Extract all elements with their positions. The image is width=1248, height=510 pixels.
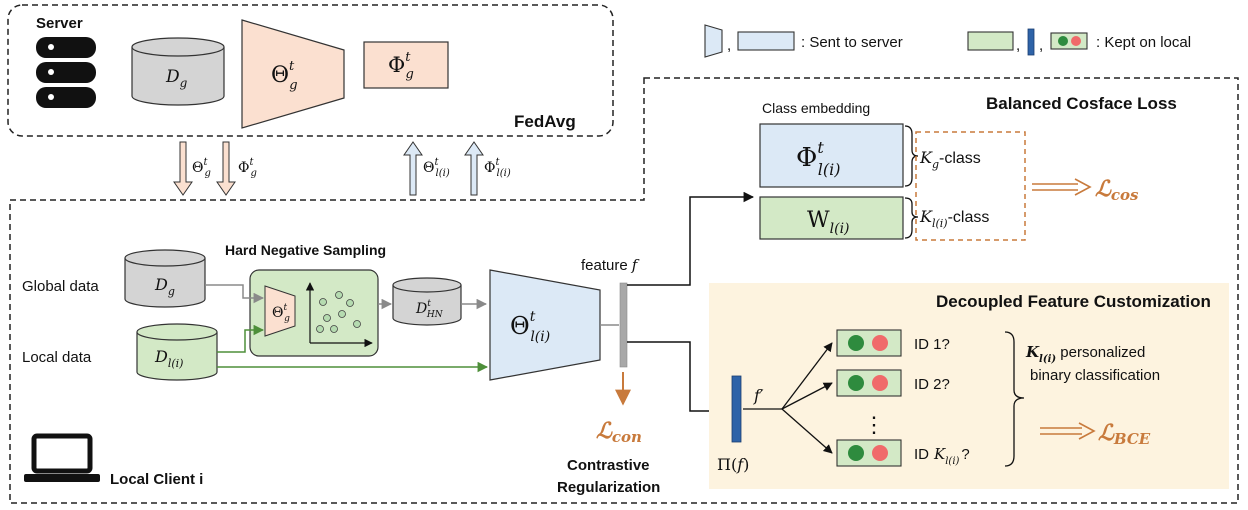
legend-trapezoid-icon bbox=[704, 24, 723, 58]
global-data-label: Global data bbox=[22, 278, 99, 295]
projector-label: Π(f) bbox=[717, 455, 749, 474]
svg-text:Dg: Dg bbox=[165, 67, 188, 90]
fedavg-label: FedAvg bbox=[514, 112, 576, 131]
client-global-database: Dg bbox=[124, 249, 206, 308]
svg-text:Wl(i): Wl(i) bbox=[807, 208, 850, 237]
dfc-title: Decoupled Feature Customization bbox=[936, 292, 1211, 311]
legend-blue-rect-icon bbox=[737, 31, 795, 51]
local-client-box bbox=[9, 77, 1239, 504]
legend-projector-icon bbox=[1027, 28, 1035, 56]
server-label: Server bbox=[36, 15, 83, 32]
kl-class-label: Kl(i)-class bbox=[919, 207, 989, 230]
legend-sent-text: : Sent to server bbox=[801, 34, 903, 51]
server-stack-icon bbox=[36, 37, 96, 108]
hns-title: Hard Negative Sampling bbox=[225, 242, 386, 258]
local-client-label: Local Client i bbox=[110, 471, 203, 488]
fprime-label: f′ bbox=[753, 386, 764, 405]
svg-text:Φtg: Φtg bbox=[388, 50, 414, 82]
local-data-label: Local data bbox=[22, 349, 92, 366]
contrastive-label-2: Regularization bbox=[557, 479, 660, 496]
cosface-title: Balanced Cosface Loss bbox=[986, 94, 1177, 113]
ellipsis-dots: ⋮ bbox=[863, 412, 885, 437]
kg-class-label: Kg-class bbox=[919, 148, 981, 171]
cosface-loss: ℒcos bbox=[1095, 176, 1139, 204]
legend-green-rect-icon bbox=[967, 31, 1014, 51]
feature-vector bbox=[619, 282, 628, 368]
kg-brace bbox=[904, 125, 919, 187]
classifier-1 bbox=[836, 329, 902, 357]
svg-text:,: , bbox=[1039, 37, 1043, 54]
legend: , : Sent to server , , : Kept on local bbox=[704, 24, 1191, 58]
bce-loss: ℒBCE bbox=[1098, 420, 1151, 448]
dfc-panel bbox=[709, 283, 1229, 489]
legend-kept-text: : Kept on local bbox=[1096, 34, 1191, 51]
server-box bbox=[7, 4, 614, 137]
classifier-2 bbox=[836, 369, 902, 397]
client-local-database: Dl(i) bbox=[136, 323, 218, 381]
server-global-database: Dg bbox=[131, 37, 225, 106]
svg-text:,: , bbox=[727, 37, 731, 54]
svg-text:Θtg: Θtg bbox=[271, 59, 298, 93]
projector-bar bbox=[731, 375, 742, 443]
svg-text:Dg: Dg bbox=[154, 275, 175, 298]
laptop-icon bbox=[24, 433, 100, 482]
svg-text:,: , bbox=[1016, 37, 1020, 54]
cos-loss-arrow bbox=[1032, 178, 1092, 196]
id2-label: ID 2? bbox=[914, 376, 950, 393]
dfc-desc-1: Kl(i) personalized bbox=[1025, 343, 1145, 365]
kl-brace bbox=[904, 197, 919, 239]
dfc-desc-2: binary classification bbox=[1030, 367, 1160, 384]
id1-label: ID 1? bbox=[914, 336, 950, 353]
svg-text:Φtl(i): Φtl(i) bbox=[484, 157, 511, 179]
class-embedding-label: Class embedding bbox=[762, 100, 870, 116]
classifier-k bbox=[836, 439, 902, 467]
contrastive-label-1: Contrastive bbox=[567, 457, 650, 474]
svg-text:Dl(i): Dl(i) bbox=[154, 347, 183, 370]
contrastive-loss: ℒcon bbox=[596, 418, 642, 446]
svg-text:Θtl(i): Θtl(i) bbox=[423, 157, 450, 179]
cosface-dashed-box bbox=[915, 131, 1026, 241]
svg-text:Φtg: Φtg bbox=[238, 157, 257, 179]
svg-text:Φtl(i): Φtl(i) bbox=[796, 138, 840, 179]
legend-classifier-icon bbox=[1050, 32, 1088, 50]
bce-loss-arrow bbox=[1040, 422, 1096, 440]
w-local-embedding: Wl(i) bbox=[759, 196, 904, 240]
svg-text:Θtg: Θtg bbox=[272, 303, 290, 324]
svg-text:Θtl(i): Θtl(i) bbox=[510, 309, 550, 345]
dfc-brace bbox=[1004, 331, 1025, 467]
svg-text:Θtg: Θtg bbox=[192, 157, 211, 179]
